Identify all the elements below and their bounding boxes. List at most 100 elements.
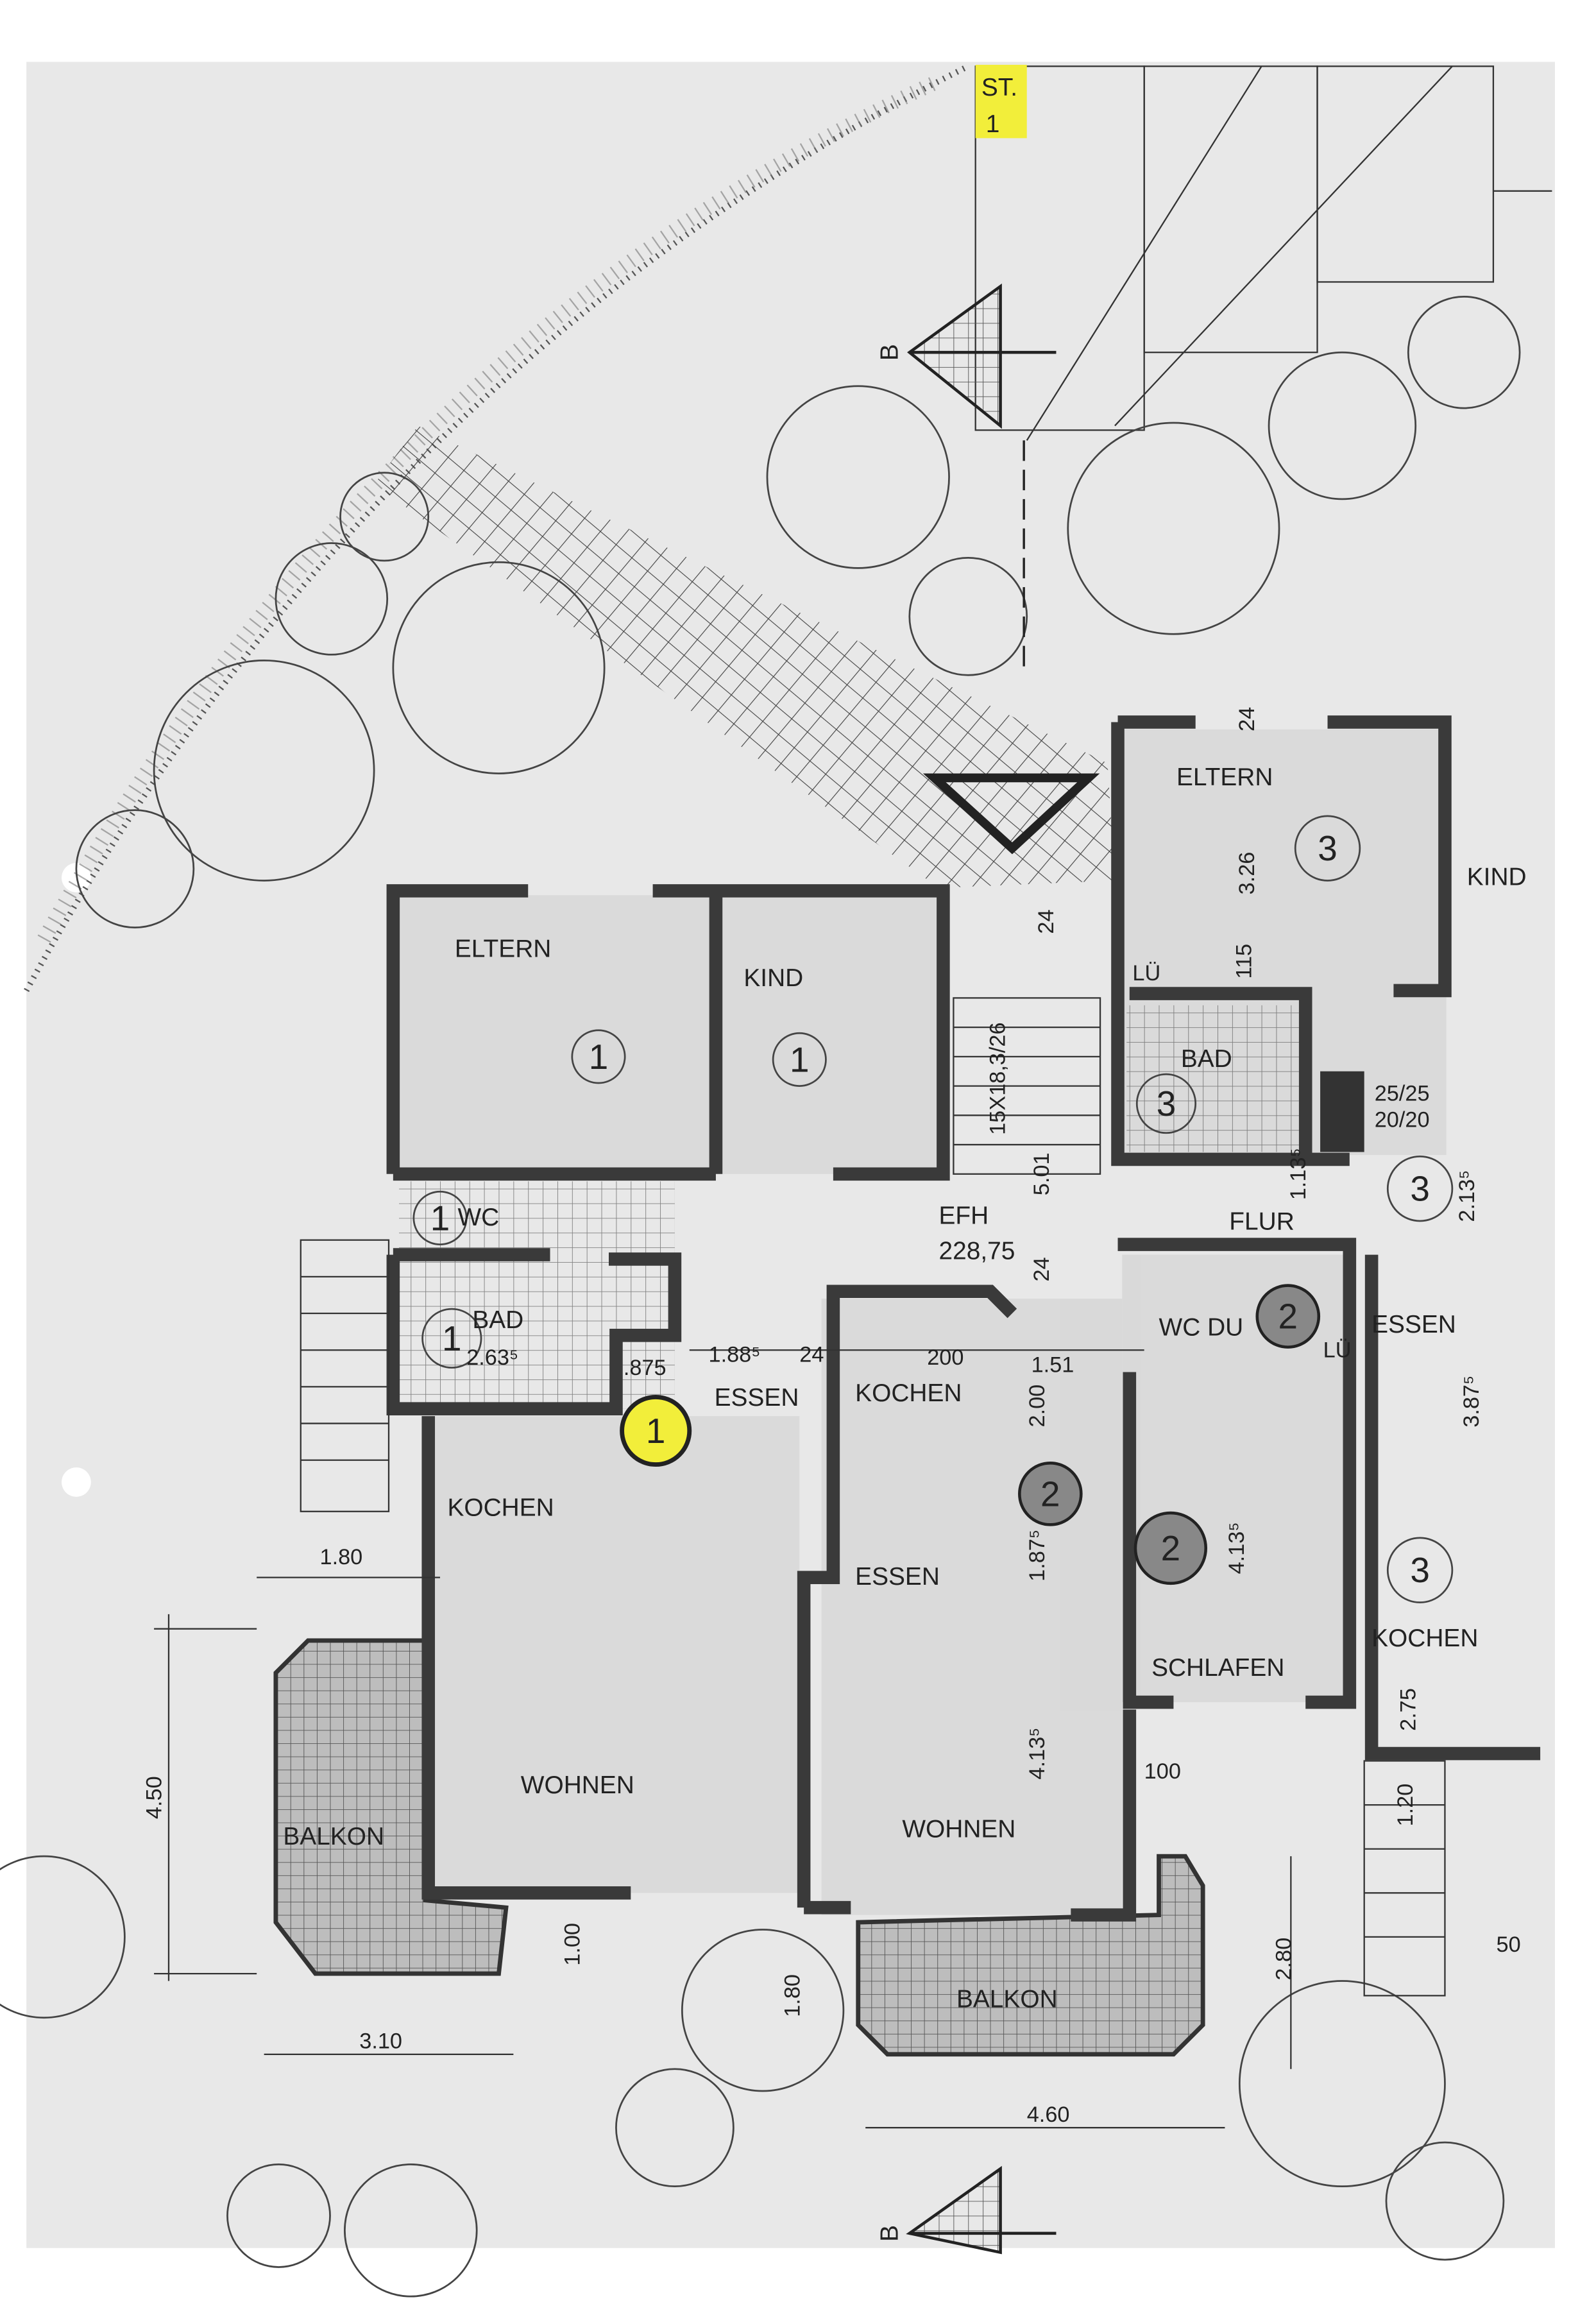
stair-marker-line1: ST. bbox=[981, 74, 1017, 101]
unit-2-number: 2 bbox=[1040, 1474, 1060, 1514]
dim-24-walkway: 24 bbox=[1034, 909, 1058, 934]
room-label-kochen-2: KOCHEN bbox=[855, 1379, 962, 1407]
efh-label: EFH bbox=[939, 1202, 989, 1230]
dim-essen-width: 1.88⁵ bbox=[709, 1343, 761, 1367]
dim-200: 200 bbox=[927, 1345, 964, 1370]
unit-2-badge bbox=[1255, 1284, 1321, 1349]
room-label-bad-3: BAD bbox=[1181, 1045, 1232, 1073]
dim-115: 115 bbox=[1232, 944, 1257, 979]
chimney-size-1: 25/25 bbox=[1375, 1081, 1430, 1105]
unit-1-badge bbox=[421, 1308, 482, 1369]
section-marker-bottom: B bbox=[876, 2165, 1057, 2255]
section-label-bottom: B bbox=[876, 2225, 904, 2242]
dimension-lines bbox=[154, 1349, 1292, 2129]
dim-bad-width: 2.63⁵ bbox=[466, 1345, 518, 1370]
unit-2-number: 2 bbox=[1161, 1528, 1181, 1568]
dim-50: 50 bbox=[1497, 1933, 1521, 1957]
room-label-kochen-3: KOCHEN bbox=[1371, 1625, 1478, 1652]
unit-3-number: 3 bbox=[1318, 828, 1337, 868]
unit-3-badge bbox=[1386, 1155, 1454, 1222]
chimney-size-2: 20/20 bbox=[1375, 1108, 1430, 1132]
unit-3-badge bbox=[1386, 1537, 1454, 1603]
dim-24: 24 bbox=[799, 1343, 824, 1367]
dim-326: 3.26 bbox=[1235, 852, 1259, 895]
dim-3875: 3.87⁵ bbox=[1459, 1376, 1484, 1428]
stair-marker-highlight bbox=[975, 65, 1027, 139]
bathroom-tiles bbox=[399, 1181, 675, 1409]
room-label-essen-1: ESSEN bbox=[715, 1384, 799, 1412]
dim-501: 5.01 bbox=[1030, 1152, 1054, 1195]
unit-1-number: 1 bbox=[430, 1198, 450, 1238]
balcony-unit2 bbox=[856, 1854, 1205, 2057]
entrance-marker bbox=[922, 773, 1100, 855]
staircase-right bbox=[1363, 1760, 1446, 1997]
label-lue-2: LÜ bbox=[1323, 1338, 1352, 1363]
dim-200-vertical: 2.00 bbox=[1025, 1385, 1049, 1428]
walls bbox=[386, 715, 1541, 1922]
unit-2-badge bbox=[1133, 1511, 1208, 1585]
chimney bbox=[1320, 1071, 1364, 1152]
unit-3-number: 3 bbox=[1410, 1169, 1430, 1209]
unit-1-number: 1 bbox=[790, 1039, 810, 1079]
unit-3-number: 3 bbox=[1157, 1084, 1176, 1123]
unit-2-number: 2 bbox=[1278, 1297, 1298, 1336]
efh-value: 228,75 bbox=[939, 1237, 1015, 1265]
staircase-left bbox=[300, 1239, 390, 1512]
walkway-hatched bbox=[374, 425, 1115, 888]
unit-3-badge bbox=[1294, 815, 1361, 882]
dim-460: 4.60 bbox=[1027, 2103, 1070, 2127]
room-label-flur-3: FLUR bbox=[1229, 1208, 1294, 1236]
unit-1-badge bbox=[412, 1190, 468, 1245]
stair-marker-line2: 1 bbox=[986, 110, 1000, 138]
room-label-kind-3: KIND bbox=[1467, 863, 1527, 891]
unit-1-highlight-badge bbox=[620, 1394, 692, 1467]
bathroom-tiles-unit3 bbox=[1126, 1005, 1303, 1152]
stair-spec: 15X18,3/26 bbox=[985, 1022, 1010, 1134]
staircase-entrance bbox=[953, 997, 1101, 1175]
dim-24-entrance: 24 bbox=[1030, 1257, 1054, 1281]
dim-450: 4.50 bbox=[142, 1776, 167, 1819]
dim-100-unit2: 100 bbox=[1144, 1759, 1181, 1784]
dim-120: 1.20 bbox=[1393, 1784, 1418, 1827]
unit-1-badge bbox=[772, 1032, 827, 1087]
dim-310: 3.10 bbox=[359, 2029, 402, 2054]
label-lue-3: LÜ bbox=[1132, 961, 1160, 986]
unit-1-number: 1 bbox=[442, 1318, 462, 1358]
neighbor-buildings bbox=[974, 65, 1552, 441]
room-label-wc-du-2: WC DU bbox=[1159, 1313, 1244, 1341]
room-label-balkon-2: BALKON bbox=[956, 1986, 1058, 2013]
dim-151: 1.51 bbox=[1031, 1353, 1074, 1378]
unit-1-number: 1 bbox=[589, 1037, 609, 1077]
dim-180-unit2: 1.80 bbox=[780, 1974, 804, 2017]
dim-4135: 4.13⁵ bbox=[1025, 1728, 1049, 1780]
room-label-bad-1: BAD bbox=[472, 1306, 523, 1334]
dim-875: .875 bbox=[624, 1356, 666, 1380]
room-label-wohnen-2: WOHNEN bbox=[902, 1815, 1015, 1843]
unit-1-highlight-number: 1 bbox=[646, 1411, 666, 1451]
punch-hole bbox=[62, 1467, 91, 1497]
dim-2135: 2.13⁵ bbox=[1455, 1170, 1479, 1222]
dim-1135: 1.13⁵ bbox=[1286, 1148, 1311, 1200]
room-label-eltern-3: ELTERN bbox=[1176, 764, 1273, 791]
room-label-wohnen-1: WOHNEN bbox=[521, 1771, 634, 1799]
room-label-kind-1: KIND bbox=[743, 964, 803, 992]
room-label-essen-2: ESSEN bbox=[855, 1563, 940, 1591]
dim-100: 1.00 bbox=[560, 1923, 584, 1966]
unit-3-badge bbox=[1135, 1073, 1197, 1134]
section-label-top: B bbox=[876, 344, 904, 361]
dim-1875: 1.87⁵ bbox=[1025, 1530, 1049, 1582]
property-boundary bbox=[24, 64, 970, 993]
trees bbox=[0, 295, 1521, 2298]
unit-1-badge bbox=[571, 1029, 626, 1084]
room-label-eltern-1: ELTERN bbox=[455, 935, 551, 962]
dim-280: 2.80 bbox=[1271, 1938, 1296, 1981]
section-marker-top: B bbox=[876, 283, 1057, 676]
room-label-schlafen-2: SCHLAFEN bbox=[1151, 1654, 1284, 1682]
unit-2-badge bbox=[1018, 1462, 1083, 1526]
room-label-essen-3: ESSEN bbox=[1371, 1311, 1456, 1338]
dim-24-unit3: 24 bbox=[1235, 707, 1259, 731]
dim-275: 2.75 bbox=[1396, 1688, 1421, 1731]
room-label-wc-1: WC bbox=[457, 1204, 499, 1231]
dim-4135-schlafen: 4.13⁵ bbox=[1225, 1522, 1249, 1574]
